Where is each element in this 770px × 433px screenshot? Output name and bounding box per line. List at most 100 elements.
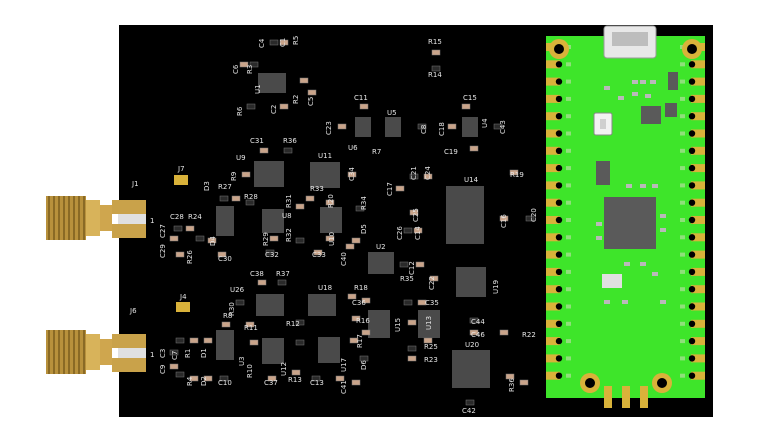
- label-c13: C13: [310, 379, 324, 387]
- label-c9: C9: [159, 365, 167, 374]
- label-u9: U9: [236, 154, 246, 162]
- label-c7: C7: [171, 351, 179, 360]
- label-c34: C34: [348, 167, 356, 181]
- ic-components: [216, 73, 490, 388]
- label-c17: C17: [386, 182, 394, 196]
- label-r11: R11: [244, 324, 258, 332]
- label-j4: J4: [179, 293, 187, 301]
- label-r18: R18: [354, 284, 368, 292]
- label-c41: C41: [340, 380, 348, 394]
- label-r19: R19: [510, 171, 524, 179]
- label-c22: C22: [428, 276, 436, 290]
- crystal: [602, 274, 622, 288]
- label-c12: C12: [408, 261, 416, 275]
- swd-pads: [604, 386, 648, 408]
- label-d4: D4: [209, 236, 217, 246]
- label-c43: C43: [499, 120, 507, 134]
- label-c3: C3: [159, 349, 167, 358]
- label-c24: C24: [424, 166, 432, 180]
- label-r12: R12: [286, 320, 300, 328]
- silkscreen-labels: C4 C1 R5 C6 R3 U1 R6 R2 C5 C2 R15 R14 C1…: [129, 36, 538, 415]
- inductor: [668, 72, 678, 90]
- label-r23: R23: [424, 356, 438, 364]
- regulator-chip: [641, 106, 661, 124]
- label-u6: U6: [348, 144, 358, 152]
- label-r9: R9: [230, 172, 238, 181]
- label-c46: C46: [471, 331, 485, 339]
- label-r36-b: R36: [508, 378, 516, 392]
- label-d3: D3: [203, 181, 211, 191]
- label-d5: D5: [360, 224, 368, 234]
- label-c8: C8: [420, 125, 428, 134]
- usb-port: [612, 32, 648, 46]
- label-c35: C35: [425, 299, 439, 307]
- label-c2: C2: [270, 105, 278, 114]
- label-j6: J6: [129, 307, 137, 315]
- label-r22: R22: [522, 331, 536, 339]
- label-r1: R1: [184, 349, 192, 358]
- label-c36: C36: [352, 299, 366, 307]
- label-c4: C4: [258, 38, 266, 48]
- label-r32: R32: [285, 228, 293, 242]
- label-c16: C16: [500, 214, 508, 228]
- label-u14: U14: [464, 176, 479, 184]
- label-c38: C38: [250, 270, 264, 278]
- label-c18: C18: [438, 122, 446, 136]
- power-ic: [665, 103, 677, 117]
- label-c27: C27: [159, 224, 167, 238]
- pico-pads-right: [680, 43, 705, 380]
- label-c21: C21: [410, 166, 418, 180]
- label-u11: U11: [318, 152, 332, 160]
- label-r5: R5: [292, 36, 300, 45]
- label-u20: U20: [465, 341, 479, 349]
- label-d6: D6: [360, 360, 368, 370]
- pico-mounting-holes: [549, 39, 702, 393]
- label-u3: U3: [238, 356, 246, 366]
- label-r7: R7: [372, 148, 381, 156]
- label-r31: R31: [285, 194, 293, 208]
- label-c20: C20: [530, 208, 538, 222]
- label-r36: R36: [283, 137, 297, 145]
- label-c40: C40: [340, 252, 348, 266]
- label-c15: C15: [463, 94, 477, 102]
- label-r16: R16: [356, 317, 370, 325]
- label-d2: D2: [200, 376, 208, 386]
- label-u4: U4: [481, 118, 489, 128]
- label-u8: U8: [282, 212, 292, 220]
- label-r25: R25: [424, 343, 438, 351]
- label-r34: R34: [360, 196, 368, 210]
- sma-connector-j1: 1: [46, 196, 154, 240]
- label-c44: C44: [471, 318, 485, 326]
- label-c28: C28: [170, 213, 184, 221]
- label-r37: R37: [276, 270, 290, 278]
- label-c6: C6: [232, 64, 240, 74]
- label-c14: C14: [414, 226, 422, 240]
- label-r33: R33: [310, 185, 324, 193]
- label-u19: U19: [492, 280, 500, 294]
- label-c25: C25: [412, 208, 420, 222]
- label-u13: U13: [425, 316, 433, 330]
- label-c23: C23: [325, 121, 333, 135]
- label-c10: C10: [218, 379, 232, 387]
- label-u5: U5: [387, 109, 397, 117]
- label-c29: C29: [159, 244, 167, 258]
- pico-smd-parts: [596, 80, 666, 304]
- label-r14: R14: [428, 71, 442, 79]
- j1-pin-label: 1: [150, 217, 154, 225]
- label-r35: R35: [400, 275, 414, 283]
- label-u18: U18: [318, 284, 332, 292]
- label-r2: R2: [292, 95, 300, 104]
- label-u17: U17: [340, 358, 348, 372]
- label-c19: C19: [444, 148, 458, 156]
- label-c31: C31: [250, 137, 264, 145]
- j6-pin-label: 1: [150, 351, 154, 359]
- label-u12: U12: [280, 362, 288, 376]
- label-r20: R20: [327, 194, 335, 208]
- label-c37: C37: [264, 379, 278, 387]
- sma-connector-j6: 1: [46, 330, 154, 374]
- label-r27: R27: [218, 183, 232, 191]
- label-r8: R8: [223, 312, 232, 320]
- label-u10: U10: [328, 232, 336, 246]
- label-c32: C32: [265, 251, 279, 259]
